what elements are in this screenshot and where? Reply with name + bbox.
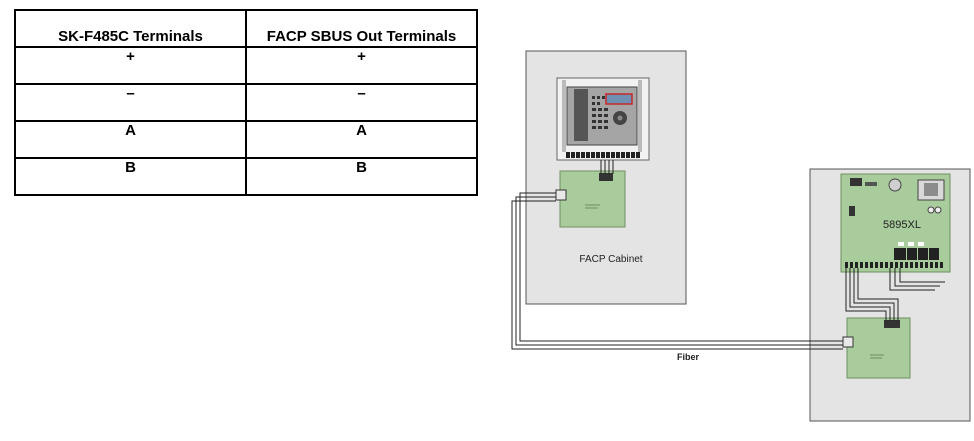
fiber-label: Fiber — [677, 352, 700, 362]
table-row: + + — [14, 46, 478, 85]
lcd-display — [605, 93, 633, 105]
table-cell: B — [245, 157, 478, 196]
table-row: A A — [14, 120, 478, 159]
remote-fiber-module — [842, 317, 911, 379]
facp-control-panel — [556, 77, 650, 161]
table-row: B B — [14, 157, 478, 196]
power-supply-model-label: 5895XL — [883, 219, 921, 231]
table-cell: + — [14, 46, 247, 85]
header-sk-f485c-terminals: SK-F485C Terminals — [14, 9, 247, 48]
table-cell: + — [245, 46, 478, 85]
header-facp-sbus-out-terminals: FACP SBUS Out Terminals — [245, 9, 478, 48]
fiber-cable — [511, 192, 843, 350]
table-row: – – — [14, 83, 478, 122]
facp-fiber-module — [555, 170, 626, 228]
facp-cabinet-label: FACP Cabinet — [579, 254, 642, 265]
table-cell: – — [14, 83, 247, 122]
table-cell: B — [14, 157, 247, 196]
power-supply-board — [840, 173, 951, 273]
sbus-wires-facp — [600, 160, 614, 174]
sbus-wires-power-supply — [845, 268, 945, 321]
table-cell: A — [245, 120, 478, 159]
table-header-row: SK-F485C Terminals FACP SBUS Out Termina… — [14, 9, 478, 48]
table-cell: – — [245, 83, 478, 122]
table-cell: A — [14, 120, 247, 159]
terminal-mapping-table: SK-F485C Terminals FACP SBUS Out Termina… — [14, 9, 478, 196]
